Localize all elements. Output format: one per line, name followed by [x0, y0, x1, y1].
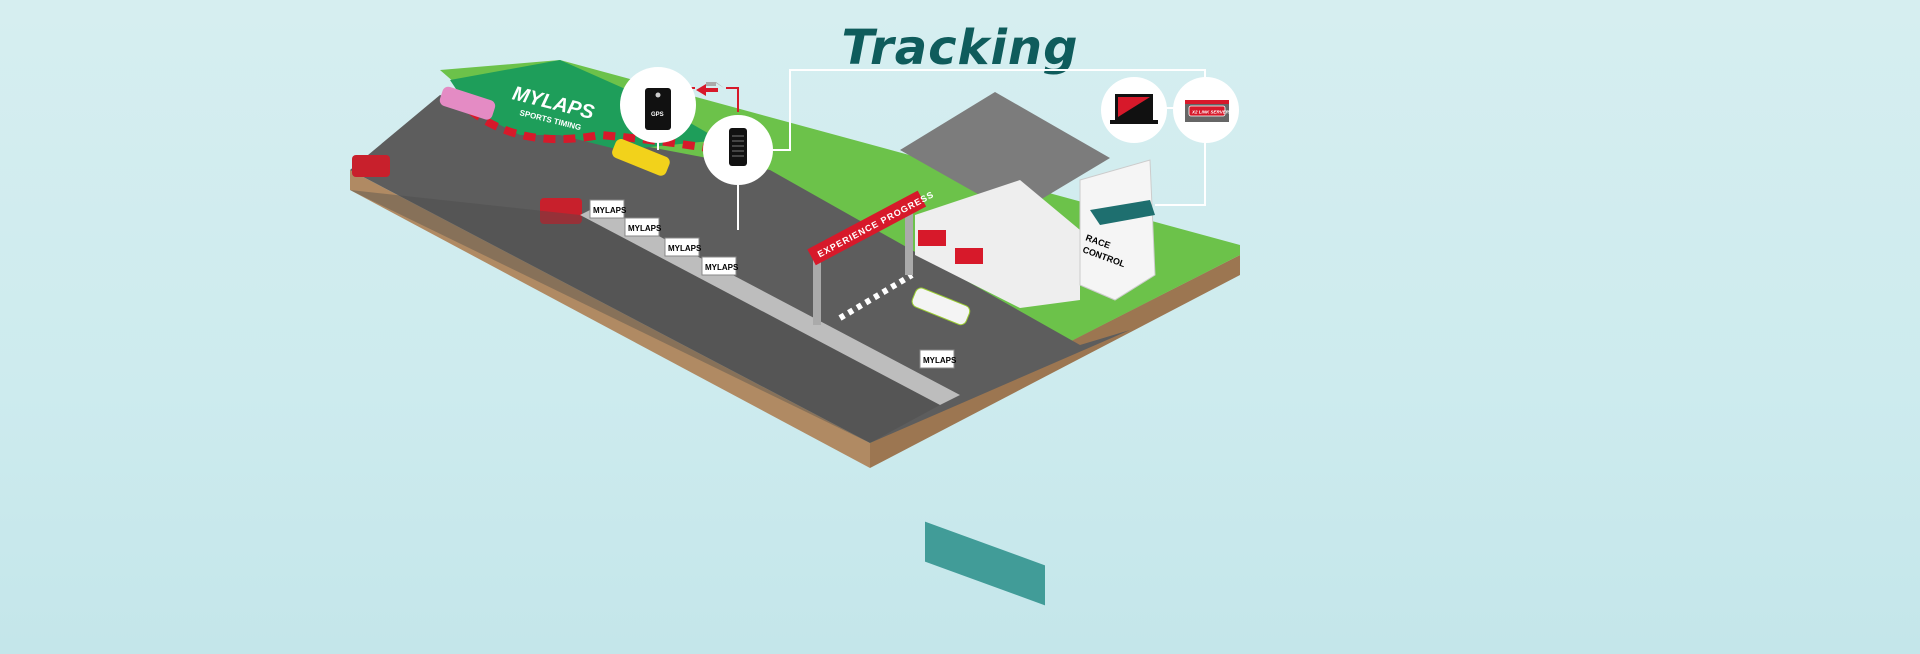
race-control-tower	[1079, 159, 1156, 301]
tyre-stack	[540, 198, 582, 224]
tyre-stack	[352, 155, 390, 177]
gps-device-bubble: GPS	[620, 67, 696, 143]
curb	[467, 106, 721, 154]
page-title: Tracking	[841, 20, 1079, 76]
yellow-race-car	[612, 139, 670, 176]
arrow-left-icon	[696, 84, 718, 96]
grandstand-banner	[918, 230, 946, 246]
data-link-line	[726, 87, 739, 112]
grandstand	[915, 180, 1080, 308]
gantry-leg	[813, 255, 821, 325]
crowd	[925, 521, 1045, 606]
connection-line	[1155, 140, 1206, 206]
gantry-leg	[905, 205, 913, 275]
connection-line	[742, 69, 1206, 151]
server-label: X2 LINK SERVER	[1191, 110, 1230, 115]
svg-text:MYLAPS: MYLAPS	[705, 263, 739, 272]
laptop-bubble	[1101, 77, 1167, 143]
transponder-bubble	[703, 115, 773, 185]
arrow-right-icon	[706, 82, 724, 88]
svg-text:MYLAPS: MYLAPS	[923, 356, 957, 365]
white-race-car	[911, 287, 971, 326]
finish-line	[838, 272, 914, 321]
pit-lane	[350, 190, 940, 443]
grandstand-roof	[900, 92, 1110, 215]
svg-text:MYLAPS: MYLAPS	[628, 224, 662, 233]
gps-label: GPS	[651, 112, 664, 118]
pit-wall-banners: MYLAPS MYLAPS MYLAPS MYLAPS MYLAPS	[589, 199, 957, 369]
server-bubble: X2 LINK SERVER	[1173, 77, 1239, 143]
race-control-room	[1090, 200, 1155, 225]
decoder-antenna-icon	[729, 128, 747, 166]
gps-device-icon	[645, 88, 671, 130]
svg-text:MYLAPS: MYLAPS	[668, 244, 702, 253]
grandstand-banner	[955, 248, 983, 264]
board-left-side	[350, 170, 870, 468]
svg-text:MYLAPS: MYLAPS	[593, 206, 627, 215]
pink-race-car	[439, 86, 496, 120]
